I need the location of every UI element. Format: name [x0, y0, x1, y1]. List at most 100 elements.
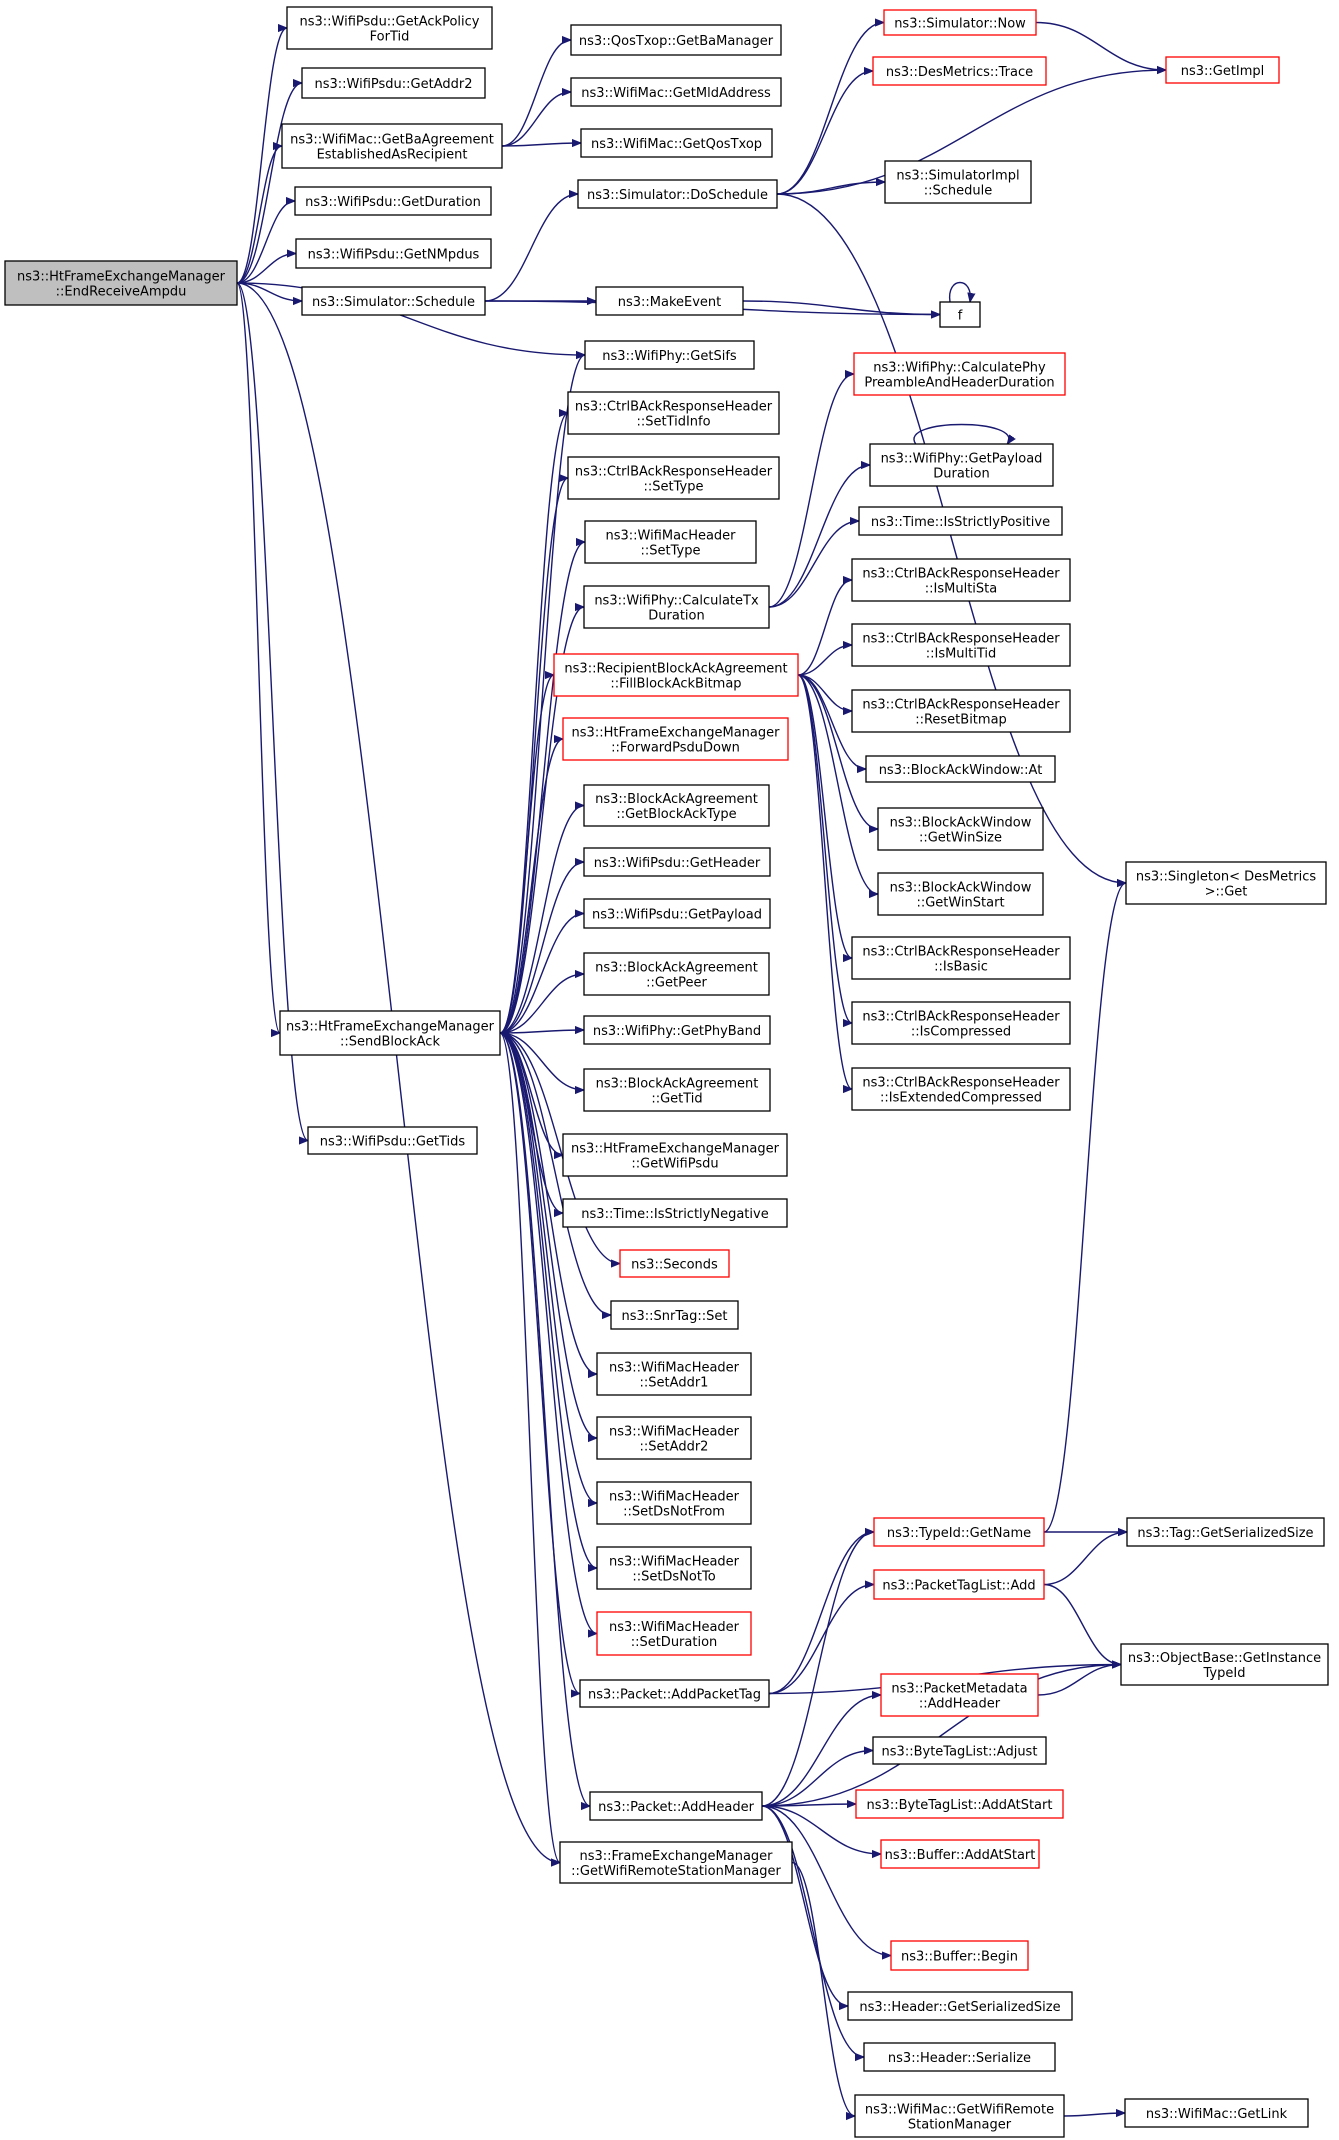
node-pmAddHeader[interactable]: ns3::PacketMetadata::AddHeader: [880, 1673, 1039, 1717]
edge-root-to-sendBlockAck: [236, 282, 281, 1033]
node-setDsNotTo[interactable]: ns3::WifiMacHeader::SetDsNotTo: [596, 1546, 752, 1590]
node-label: ns3::WifiPhy::CalculateTx: [594, 594, 759, 609]
node-getHeader[interactable]: ns3::WifiPsdu::GetHeader: [583, 847, 771, 877]
node-getPhyBand[interactable]: ns3::WifiPhy::GetPhyBand: [583, 1015, 771, 1045]
node-getPeer[interactable]: ns3::BlockAckAgreement::GetPeer: [583, 952, 770, 996]
node-macGetWrsm[interactable]: ns3::WifiMac::GetWifiRemoteStationManage…: [854, 2094, 1065, 2138]
node-fillBitmap[interactable]: ns3::RecipientBlockAckAgreement::FillBlo…: [553, 653, 799, 697]
node-typeIdGetName[interactable]: ns3::TypeId::GetName: [873, 1517, 1045, 1547]
node-getWinStart[interactable]: ns3::BlockAckWindow::GetWinStart: [877, 872, 1044, 916]
node-calcPhyPreamble[interactable]: ns3::WifiPhy::CalculatePhyPreambleAndHea…: [853, 352, 1066, 396]
node-setAddr1[interactable]: ns3::WifiMacHeader::SetAddr1: [596, 1352, 752, 1396]
node-label: ns3::Time::IsStrictlyNegative: [581, 1207, 768, 1222]
node-setDsNotFrom[interactable]: ns3::WifiMacHeader::SetDsNotFrom: [596, 1481, 752, 1525]
node-getPayload[interactable]: ns3::WifiPsdu::GetPayload: [583, 898, 771, 929]
edge-sendBlockAck-to-getBlockAckType: [499, 806, 585, 1034]
node-label: ns3::HtFrameExchangeManager: [286, 1020, 495, 1035]
node-getBlockAckType[interactable]: ns3::BlockAckAgreement::GetBlockAckType: [583, 784, 770, 827]
edge-getPayloadDur-to-getPayloadDur: [913, 423, 1009, 445]
node-setType2[interactable]: ns3::WifiMacHeader::SetType: [584, 520, 757, 564]
node-isCompressed[interactable]: ns3::CtrlBAckResponseHeader::IsCompresse…: [851, 1001, 1071, 1045]
node-isExtCompressed[interactable]: ns3::CtrlBAckResponseHeader::IsExtendedC…: [851, 1067, 1071, 1111]
node-resetBitmap[interactable]: ns3::CtrlBAckResponseHeader::ResetBitmap: [851, 689, 1071, 733]
node-isMultiTid[interactable]: ns3::CtrlBAckResponseHeader::IsMultiTid: [851, 623, 1071, 667]
node-f[interactable]: f: [939, 301, 981, 328]
node-getMldAddress[interactable]: ns3::WifiMac::GetMldAddress: [570, 77, 782, 107]
node-label: ns3::QosTxop::GetBaManager: [579, 34, 774, 49]
node-getBaAgreement[interactable]: ns3::WifiMac::GetBaAgreementEstablishedA…: [281, 123, 503, 169]
node-hdrSerialize[interactable]: ns3::Header::Serialize: [863, 2042, 1056, 2072]
node-getImpl[interactable]: ns3::GetImpl: [1165, 56, 1280, 84]
node-getWifiPsdu[interactable]: ns3::HtFrameExchangeManager::GetWifiPsdu: [562, 1133, 788, 1177]
node-isMultiSta[interactable]: ns3::CtrlBAckResponseHeader::IsMultiSta: [851, 558, 1071, 602]
node-setType1[interactable]: ns3::CtrlBAckResponseHeader::SetType: [567, 456, 780, 500]
node-label: ns3::MakeEvent: [618, 295, 722, 310]
edge-sendBlockAck-to-setType1: [499, 478, 569, 1034]
node-getDuration[interactable]: ns3::WifiPsdu::GetDuration: [294, 186, 492, 216]
node-setDuration[interactable]: ns3::WifiMacHeader::SetDuration: [596, 1611, 752, 1656]
node-getSifs[interactable]: ns3::WifiPhy::GetSifs: [584, 340, 755, 370]
node-box: [286, 6, 493, 50]
node-makeEvent[interactable]: ns3::MakeEvent: [595, 286, 744, 316]
node-box: [872, 56, 1047, 86]
node-trace[interactable]: ns3::DesMetrics::Trace: [872, 56, 1047, 86]
node-isStrictlyNegative[interactable]: ns3::Time::IsStrictlyNegative: [562, 1198, 788, 1228]
node-getAddr2[interactable]: ns3::WifiPsdu::GetAddr2: [301, 67, 486, 99]
node-getWrsm[interactable]: ns3::FrameExchangeManager::GetWifiRemote…: [559, 1841, 793, 1884]
node-btlAddAtStart[interactable]: ns3::ByteTagList::AddAtStart: [855, 1789, 1064, 1819]
node-label: ns3::DesMetrics::Trace: [886, 65, 1033, 80]
node-addPacketTag[interactable]: ns3::Packet::AddPacketTag: [579, 1679, 770, 1708]
node-snrTagSet[interactable]: ns3::SnrTag::Set: [610, 1300, 739, 1330]
node-doSchedule[interactable]: ns3::Simulator::DoSchedule: [577, 179, 778, 209]
node-getTid[interactable]: ns3::BlockAckAgreement::GetTid: [583, 1068, 771, 1112]
node-bufBegin[interactable]: ns3::Buffer::Begin: [890, 1940, 1029, 1971]
node-implSchedule[interactable]: ns3::SimulatorImpl::Schedule: [884, 160, 1032, 204]
node-getLink[interactable]: ns3::WifiMac::GetLink: [1124, 2098, 1309, 2128]
node-box: [851, 936, 1071, 980]
node-now[interactable]: ns3::Simulator::Now: [883, 9, 1037, 36]
node-box: [865, 755, 1056, 783]
node-box: [559, 1841, 793, 1884]
edge-packetTagListAdd-to-tagGetSerSize: [1043, 1532, 1127, 1586]
node-box: [596, 1481, 752, 1525]
node-label: ns3::WifiPhy::GetSifs: [602, 349, 737, 364]
node-getTids[interactable]: ns3::WifiPsdu::GetTids: [307, 1126, 478, 1155]
node-bawAt[interactable]: ns3::BlockAckWindow::At: [865, 755, 1056, 783]
node-isBasic[interactable]: ns3::CtrlBAckResponseHeader::IsBasic: [851, 936, 1071, 980]
node-forwardPsdu[interactable]: ns3::HtFrameExchangeManager::ForwardPsdu…: [562, 717, 789, 761]
node-box: [851, 558, 1071, 602]
node-seconds[interactable]: ns3::Seconds: [619, 1249, 730, 1278]
node-box: [1126, 1517, 1325, 1547]
edge-calcTx-to-calcPhyPreamble: [768, 374, 855, 608]
edge-now-to-getImpl: [1035, 21, 1166, 71]
node-getQosTxop[interactable]: ns3::WifiMac::GetQosTxop: [580, 128, 773, 158]
node-getBaManager[interactable]: ns3::QosTxop::GetBaManager: [570, 24, 782, 56]
node-box: [553, 653, 799, 697]
node-label: ::SetAddr2: [640, 1440, 709, 1455]
edge-sendBlockAck-to-snrTagSet: [499, 1032, 612, 1315]
node-bufAddAtStart[interactable]: ns3::Buffer::AddAtStart: [880, 1839, 1040, 1869]
node-sendBlockAck[interactable]: ns3::HtFrameExchangeManager::SendBlockAc…: [279, 1010, 501, 1056]
node-getNMpdus[interactable]: ns3::WifiPsdu::GetNMpdus: [295, 238, 492, 269]
node-isStrictlyPositive[interactable]: ns3::Time::IsStrictlyPositive: [858, 506, 1063, 536]
node-label: ns3::WifiPsdu::GetHeader: [594, 856, 761, 871]
node-label: ::SetDsNotFrom: [623, 1505, 725, 1520]
node-root[interactable]: ns3::HtFrameExchangeManager::EndReceiveA…: [4, 260, 238, 306]
node-packetTagListAdd[interactable]: ns3::PacketTagList::Add: [873, 1569, 1045, 1600]
node-setAddr2[interactable]: ns3::WifiMacHeader::SetAddr2: [596, 1416, 752, 1460]
node-label: ns3::BlockAckWindow: [890, 816, 1032, 831]
node-btlAdjust[interactable]: ns3::ByteTagList::Adjust: [872, 1736, 1047, 1765]
node-hdrGetSerSize[interactable]: ns3::Header::GetSerializedSize: [847, 1991, 1073, 2021]
node-label: ::GetTid: [651, 1092, 702, 1107]
node-addHeader[interactable]: ns3::Packet::AddHeader: [589, 1791, 763, 1821]
node-tagGetSerSize[interactable]: ns3::Tag::GetSerializedSize: [1126, 1517, 1325, 1547]
node-getWinSize[interactable]: ns3::BlockAckWindow::GetWinSize: [877, 807, 1044, 851]
node-singletonGet[interactable]: ns3::Singleton< DesMetrics >::Get: [1125, 861, 1327, 905]
node-schedule[interactable]: ns3::Simulator::Schedule: [301, 286, 486, 316]
node-setTidInfo[interactable]: ns3::CtrlBAckResponseHeader::SetTidInfo: [567, 391, 780, 435]
node-label: ::SetType: [641, 544, 701, 559]
